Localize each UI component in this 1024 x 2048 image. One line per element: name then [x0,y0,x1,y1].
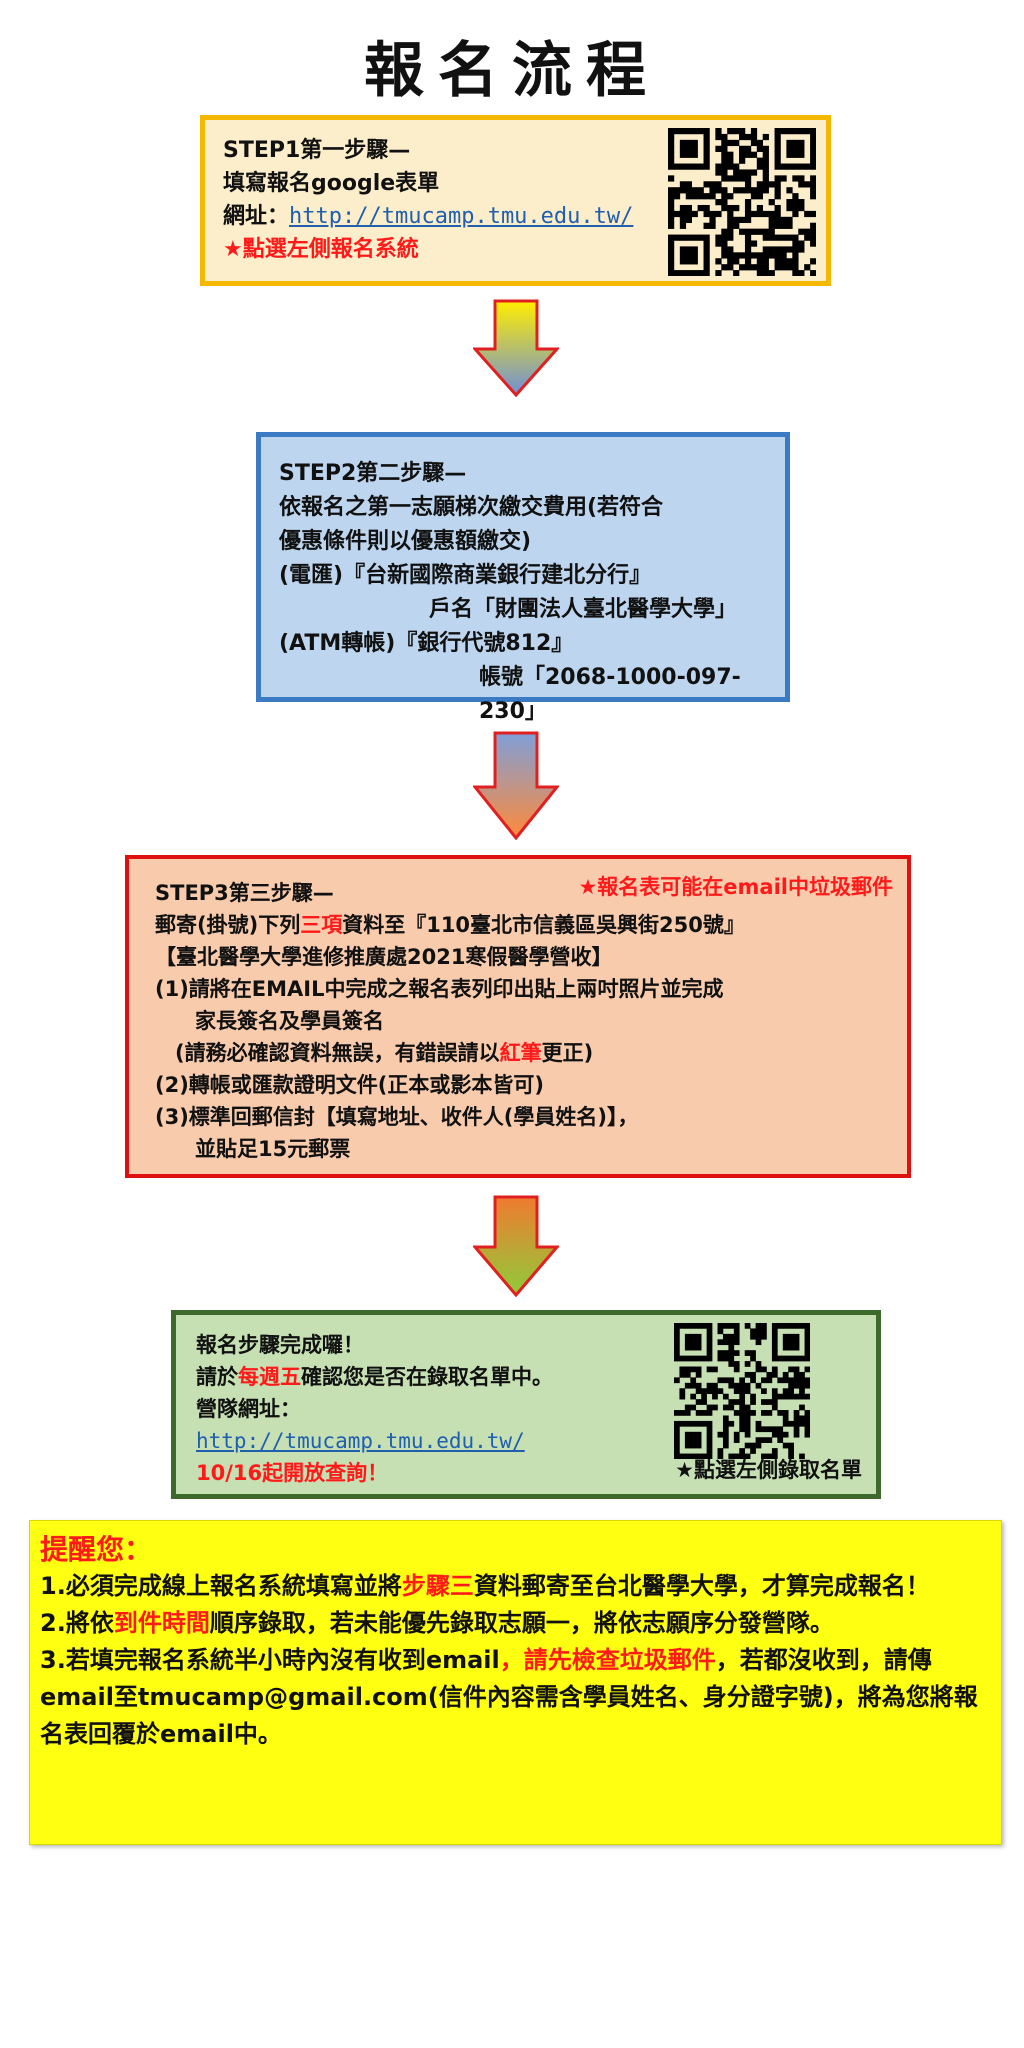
reminder-text: 2.將依 [40,1609,114,1637]
done-text: 確認您是否在錄取名單中。 [301,1365,553,1389]
reminder-highlight: 步驟三 [401,1572,474,1600]
step3-highlight: 紅筆 [499,1041,542,1065]
step3-line: 並貼足15元郵票 [195,1137,351,1161]
step2-account-name: 戶名「財團法人臺北醫學大學」 [429,597,738,622]
arrow-down-icon [473,731,559,840]
step2-box: STEP2第二步驟— 依報名之第一志願梯次繳交費用(若符合 優惠條件則以優惠額繳… [256,432,790,724]
step1-url-link[interactable]: http://tmucamp.tmu.edu.tw/ [289,204,634,229]
done-highlight: 每週五 [238,1365,301,1389]
done-note: ★點選左側錄取名單 [675,1458,862,1482]
step2-line: 依報名之第一志願梯次繳交費用(若符合 [279,495,664,520]
step1-line: 填寫報名google表單 [223,171,440,196]
step2-account-number: 帳號「2068-1000-097-230」 [479,665,741,724]
done-url-link[interactable]: http://tmucamp.tmu.edu.tw/ [196,1429,525,1453]
step3-heading: STEP3第三步驟— [155,881,334,905]
step1-note: ★點選左側報名系統 [223,237,419,262]
step2-heading: STEP2第二步驟— [279,461,467,486]
qr-code-results[interactable] [674,1323,810,1459]
step3-line: 【臺北醫學大學進修推廣處2021寒假醫學營收】 [155,945,613,969]
step3-text: 更正) [541,1041,594,1065]
step3-text: 郵寄(掛號)下列 [155,913,301,937]
step3-highlight: 三項 [300,913,343,937]
done-heading: 報名步驟完成囉！ [196,1333,364,1357]
reminder-highlight: 到件時間 [113,1609,210,1637]
step3-box: ★報名表可能在email中垃圾郵件 STEP3第三步驟— 郵寄(掛號)下列三項資… [125,855,911,1178]
reminder-text: 3.若填完報名系統半小時內沒有收到email [40,1646,500,1674]
done-open-date: 10/16起開放查詢！ [196,1461,389,1485]
step3-text: (請務必確認資料無誤，有錯誤請以 [175,1041,500,1065]
arrow-down-icon [473,1195,559,1297]
reminder-highlight: ，請先檢查垃圾郵件 [499,1646,716,1674]
done-url-label: 營隊網址： [196,1397,301,1421]
reminder-text: 順序錄取，若未能優先錄取志願一，將依志願序分發營隊。 [209,1609,834,1637]
reminder-text: 資料郵寄至台北醫學大學，才算完成報名！ [473,1572,930,1600]
qr-code-step1[interactable] [668,128,816,276]
step3-item-2: (2)轉帳或匯款證明文件(正本或影本皆可) [155,1073,545,1097]
reminder-text: ，若都沒收到，請傳email至tmucamp@gmail.com(信件內容需含學… [40,1646,978,1748]
spam-warning: ★報名表可能在email中垃圾郵件 [578,875,893,899]
page-title: 報名流程 [364,36,660,106]
step3-item-3: (3)標準回郵信封【填寫地址、收件人(學員姓名)】， [155,1105,639,1129]
step2-atm-bank-code: (ATM轉帳)『銀行代號812』 [279,631,574,656]
step3-line: 家長簽名及學員簽名 [195,1009,384,1033]
arrow-down-icon [473,299,559,397]
done-box: 報名步驟完成囉！ 請於每週五確認您是否在錄取名單中。 營隊網址： http://… [171,1310,881,1499]
reminder-text: 1.必須完成線上報名系統填寫並將 [40,1572,402,1600]
reminder-box: 提醒您： 1.必須完成線上報名系統填寫並將步驟三資料郵寄至台北醫學大學，才算完成… [29,1520,1002,1845]
reminder-heading: 提醒您： [40,1533,153,1566]
step3-item-1: (1)請將在EMAIL中完成之報名表列印出貼上兩吋照片並完成 [155,977,724,1001]
url-label: 網址： [223,204,290,229]
step3-address: 資料至『110臺北市信義區吳興街250號』 [342,913,745,937]
step1-heading: STEP1第一步驟— [223,138,411,163]
step2-wire-bank: (電匯)『台新國際商業銀行建北分行』 [279,563,652,588]
step2-line: 優惠條件則以優惠額繳交) [279,529,532,554]
done-text: 請於 [196,1365,238,1389]
step1-box: STEP1第一步驟— 填寫報名google表單 網址：http://tmucam… [200,115,831,286]
